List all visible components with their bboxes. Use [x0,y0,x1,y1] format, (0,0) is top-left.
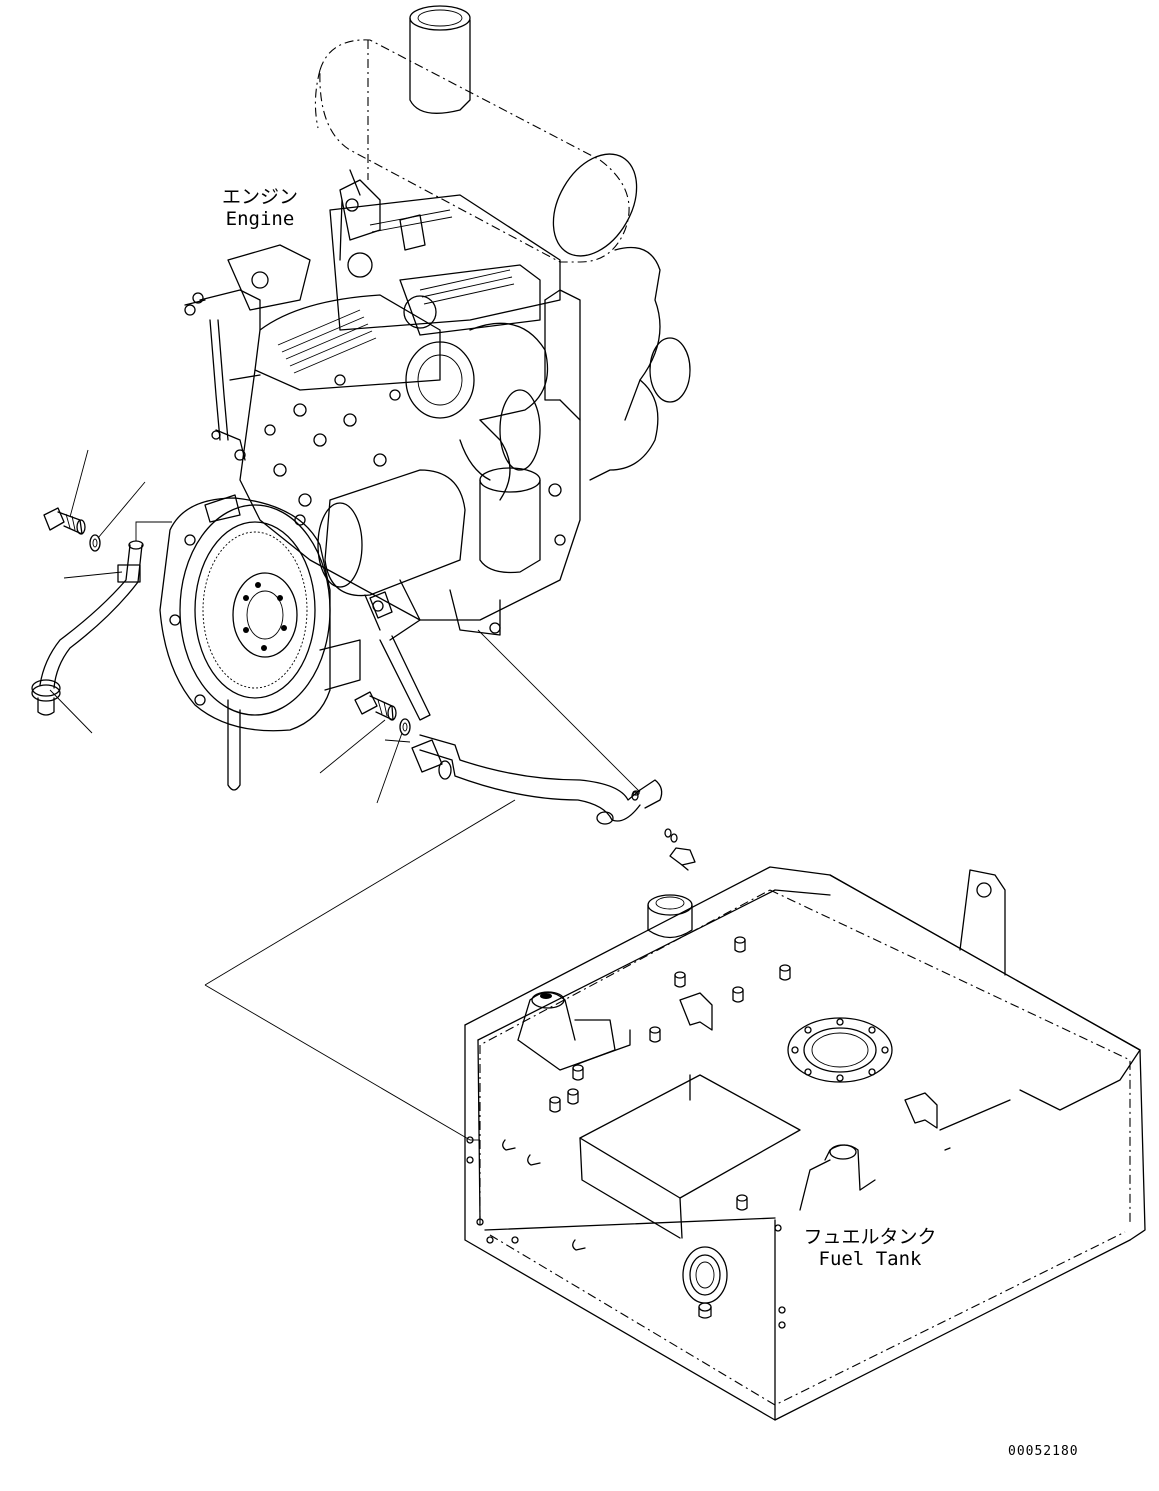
breather-boss [517,991,631,1071]
hose-left [39,544,131,686]
cylinder-head [254,179,561,391]
bracket-b [904,1092,938,1129]
connection-line-engine [477,629,641,793]
fuel-tank-label-en: Fuel Tank [818,1248,922,1270]
fuel-lines [184,169,361,461]
return-boss [799,1144,876,1211]
leader-line-hose-left [49,689,93,734]
filler-neck [647,894,693,939]
banjo-bolt-left [43,507,86,535]
turbocharger [405,322,549,501]
leader-line-clamp-left [63,571,123,579]
leader-line-washer-left [97,481,146,539]
engine-label-en: Engine [225,208,295,230]
bracket-a [679,992,713,1031]
fuel-tank-label: フュエルタンク Fuel Tank [798,1226,942,1270]
engine-assembly [159,5,691,791]
leader-line-washer-center [376,732,403,804]
drawing-number: 00052180 [1008,1444,1079,1459]
exhaust-pipe [589,246,691,481]
supply-hose-assembly [204,629,696,1141]
drain-pipe [379,635,431,721]
return-hose-assembly [31,449,172,734]
leader-line-bolt-center [319,719,386,774]
sender-flange [787,1017,893,1083]
fuel-tank [464,866,1146,1421]
fitting-elbow [669,847,696,871]
fuel-tank-label-jp: フュエルタンク [803,1226,937,1248]
washer-left [89,534,101,552]
tank-bosses [549,936,791,1211]
flywheel-housing [159,494,361,791]
inspection-port [682,1246,728,1319]
leader-line-bolt-left [69,449,89,518]
o-ring [631,791,639,801]
connection-line-tank-left [204,799,516,986]
tank-clips [502,1139,951,1251]
muffler [314,5,638,263]
washer-center [399,718,411,736]
banjo-bolt-center [354,691,397,721]
engine-label-jp: エンジン [221,186,298,208]
engine-label: エンジン Engine [208,186,312,230]
